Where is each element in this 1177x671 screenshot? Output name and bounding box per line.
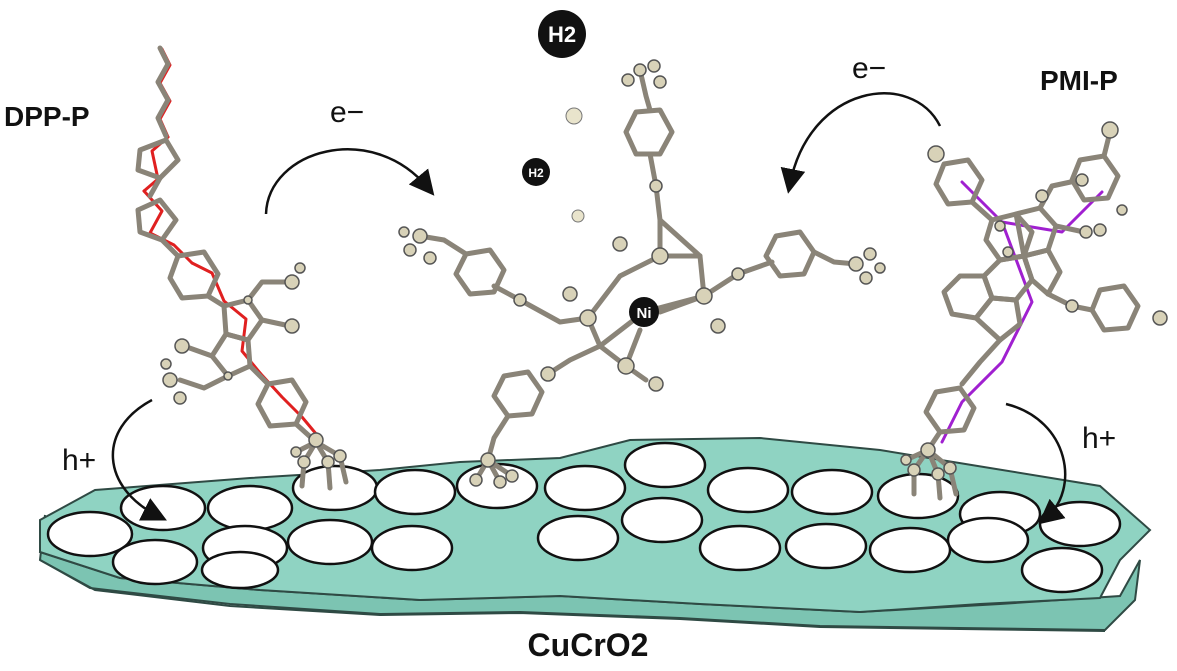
hole-label-left: h+	[62, 444, 96, 477]
substrate-bottom-edge	[39, 559, 1106, 632]
hole-label-right: h+	[1082, 422, 1116, 455]
substrate-label: CuCrO2	[528, 627, 649, 663]
curved-arrow-icon	[264, 148, 435, 215]
gas-bubble	[571, 209, 585, 223]
curved-arrow-icon	[111, 398, 167, 521]
h2-bubbles	[522, 10, 586, 223]
nickel-atom	[629, 297, 659, 327]
gas-bubble	[565, 107, 583, 125]
curved-arrow-icon	[1005, 402, 1067, 525]
dpp-p-label: DPP-P	[4, 101, 90, 132]
h2-bubble-large	[538, 10, 586, 58]
h2-label-small: H2	[528, 166, 544, 180]
nickel-catalyst: Ni	[398, 59, 886, 489]
dpp-p-molecule	[135, 45, 349, 491]
electron-label-left: e−	[330, 96, 364, 129]
substrate-slab	[38, 436, 1152, 632]
pmi-p-label: PMI-P	[1040, 65, 1118, 96]
h2-label-large: H2	[548, 22, 576, 47]
h2-bubble-small	[522, 158, 550, 186]
nickel-label: Ni	[637, 305, 652, 322]
pmi-p-molecule	[900, 121, 1168, 501]
curved-arrow-icon	[780, 92, 942, 194]
electron-label-right: e−	[852, 52, 886, 85]
